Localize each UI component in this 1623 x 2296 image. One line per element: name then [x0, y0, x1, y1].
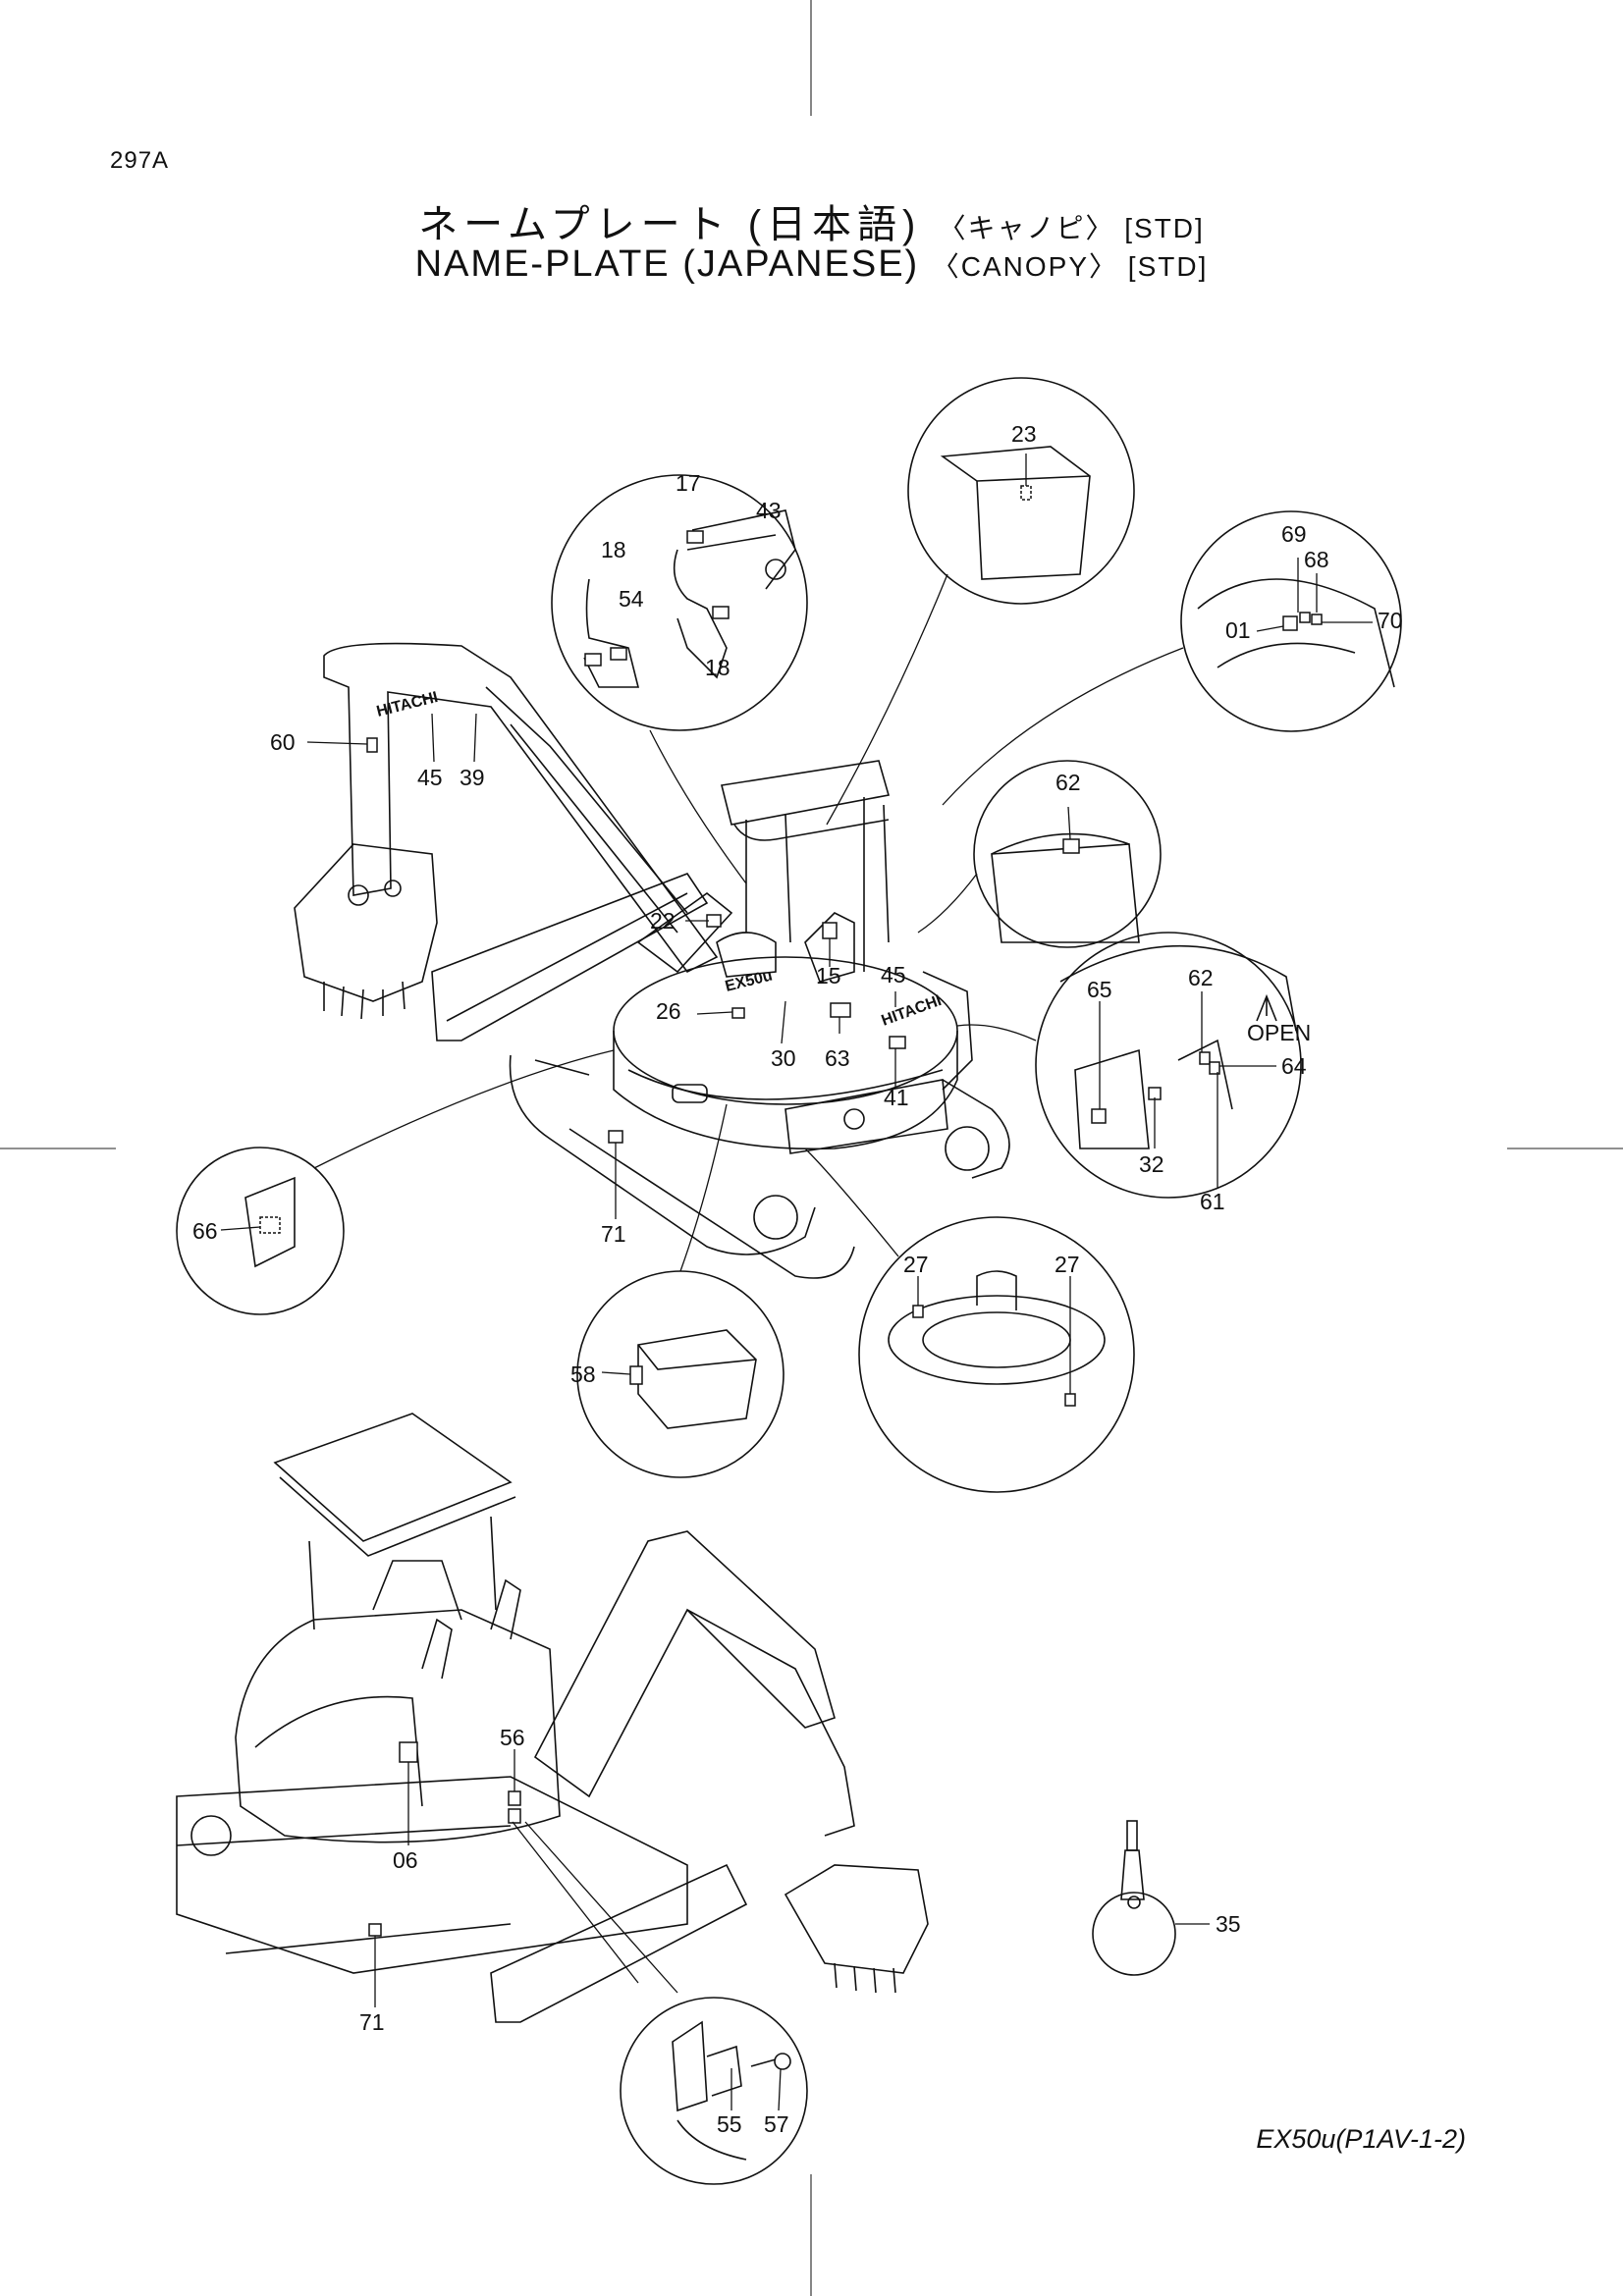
upper-excavator-drawing: HITACHI HITACHI EX50u [294, 642, 1010, 1279]
title-english: NAME-PLATE (JAPANESE) 〈CANOPY〉 [STD] [0, 243, 1623, 286]
callout-64: 64 [1281, 1053, 1307, 1079]
detail-circle-01 [942, 510, 1402, 806]
detail-circle-27 [804, 1148, 1135, 1493]
callout-45-body: 45 [881, 962, 906, 988]
callout-58: 58 [570, 1362, 596, 1387]
model-mark-body: EX50u [724, 968, 775, 995]
callout-54: 54 [619, 586, 644, 612]
detail-circle-58 [576, 1103, 784, 1478]
lower-leader-lines [374, 1749, 678, 2007]
callout-43: 43 [756, 498, 782, 523]
callout-32: 32 [1139, 1151, 1164, 1177]
callout-27-right: 27 [1055, 1252, 1080, 1277]
title-en-variant: 〈CANOPY〉 [STD] [931, 251, 1209, 282]
callout-27-left: 27 [903, 1252, 929, 1277]
callout-63: 63 [825, 1045, 850, 1071]
callout-numbers: 60 45 39 17 43 18 54 18 23 69 68 01 70 6… [192, 421, 1403, 2137]
callout-71-lower: 71 [359, 2009, 385, 2035]
callout-45-boom: 45 [417, 765, 443, 790]
callout-18-left: 18 [601, 537, 626, 562]
title-en-main: NAME-PLATE (JAPANESE) [414, 243, 920, 285]
callout-69: 69 [1281, 521, 1307, 547]
detail-circle-61-65: OPEN [956, 932, 1311, 1199]
detail-circle-23 [826, 377, 1135, 826]
callout-65: 65 [1087, 977, 1112, 1002]
callout-06: 06 [393, 1847, 418, 1873]
callout-18-right: 18 [705, 655, 730, 680]
title-jp-main: ネームプレート (日本語) [418, 203, 922, 246]
callout-57: 57 [764, 2111, 789, 2137]
callout-71-upper: 71 [601, 1221, 626, 1247]
callout-68: 68 [1304, 547, 1329, 572]
title-japanese: ネームプレート (日本語) 〈キャノピ〉 [STD] [0, 192, 1623, 249]
callout-61: 61 [1200, 1189, 1225, 1214]
page-code: 297A [110, 147, 170, 174]
detail-circle-66 [176, 1049, 615, 1315]
callout-56: 56 [500, 1725, 525, 1750]
callout-01: 01 [1225, 617, 1251, 643]
detail-circle-levers [551, 474, 808, 884]
brand-text-body: HITACHI [880, 992, 945, 1030]
brand-text-boom: HITACHI [375, 689, 440, 721]
callout-41: 41 [884, 1085, 909, 1110]
title-jp-variant: 〈キャノピ〉 [STD] [938, 213, 1205, 243]
callout-62-right: 62 [1188, 965, 1214, 990]
detail-circle-55-57 [620, 1997, 808, 2185]
callout-17: 17 [676, 470, 701, 496]
callout-55: 55 [717, 2111, 742, 2137]
callout-15: 15 [816, 963, 841, 988]
key-tag-35 [1092, 1820, 1210, 1976]
callout-62-top: 62 [1055, 770, 1081, 795]
callout-23: 23 [1011, 421, 1037, 447]
detail-circle-62 [917, 760, 1162, 948]
callout-60: 60 [270, 729, 296, 755]
callout-30: 30 [771, 1045, 796, 1071]
callout-35: 35 [1216, 1911, 1241, 1937]
upper-leader-lines [306, 713, 896, 1219]
lower-excavator-drawing [176, 1413, 929, 2023]
callout-26: 26 [656, 998, 681, 1024]
callout-22: 22 [650, 908, 676, 934]
callout-70: 70 [1378, 608, 1403, 633]
callout-66: 66 [192, 1218, 218, 1244]
callout-39: 39 [460, 765, 485, 790]
open-label: OPEN [1247, 1020, 1311, 1045]
footer-model-code: EX50u(P1AV-1-2) [1256, 2124, 1466, 2154]
